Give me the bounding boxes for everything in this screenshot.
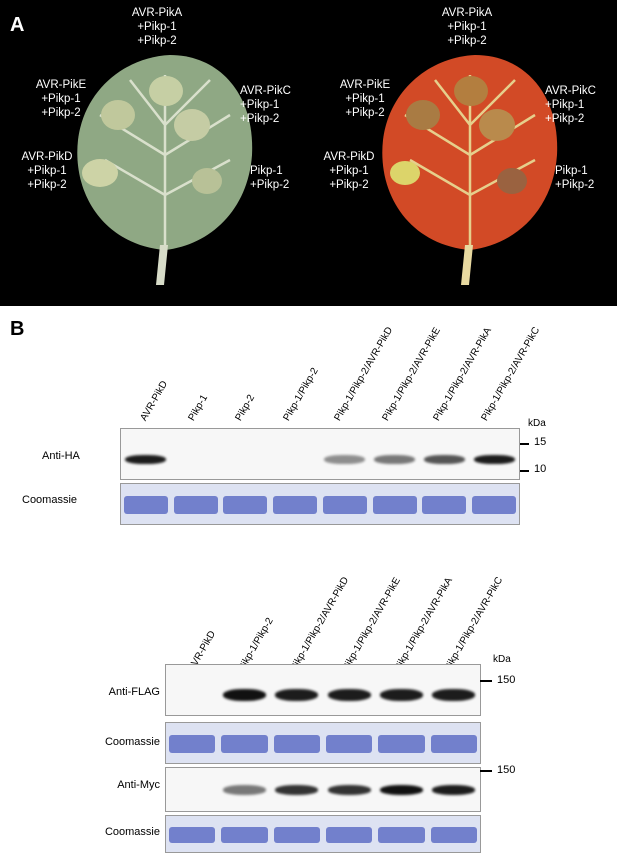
coomassie-band (322, 496, 367, 514)
coomassie-myc-gel (165, 815, 481, 853)
panel-b-letter: B (10, 318, 25, 340)
blot-band (223, 689, 266, 701)
leaf-left-label-pikc: AVR-PikC +Pikp-1 +Pikp-2 (240, 85, 291, 125)
blot-band (125, 454, 167, 464)
blot-band (432, 689, 476, 701)
blot-band (380, 689, 423, 701)
top-lane-label: Pikp-1 (186, 392, 211, 423)
marker-tick-10 (520, 470, 529, 472)
top-lane-label: Pikp-1/Pikp-2 (281, 365, 321, 423)
leaf-left-label-empty: Pikp-1 +Pikp-2 (250, 165, 290, 191)
coomassie-band (326, 735, 373, 753)
row-label-anti-flag: Anti-FLAG (108, 686, 160, 698)
blot-band (275, 784, 319, 795)
coomassie-band (372, 496, 417, 514)
coomassie-band (273, 496, 317, 514)
leaf-right-label-pike: AVR-PikE +Pikp-1 +Pikp-2 (339, 79, 391, 119)
coomassie-band (223, 496, 268, 514)
anti-flag-blot (165, 664, 481, 716)
bottom-lane-label: Pikp-1/Pikp-2/AVR-PikD (288, 575, 352, 673)
coomassie-band (326, 826, 373, 843)
anti-myc-blot (165, 767, 481, 812)
coomassie-flag-gel (165, 722, 481, 764)
marker-tick-150-myc (480, 770, 492, 772)
coomassie-band (169, 826, 216, 843)
leaf-left-label-pikd: AVR-PikD +Pikp-1 +Pikp-2 (21, 151, 73, 191)
bottom-lane-label: Pikp-1/Pikp-2/AVR-PikA (392, 575, 455, 673)
coomassie-band (430, 826, 477, 843)
leaf-photo-right (382, 55, 558, 285)
leaf-left-label-pike: AVR-PikE +Pikp-1 +Pikp-2 (35, 79, 87, 119)
blot-band (473, 454, 515, 464)
coomassie-band (169, 735, 216, 753)
blot-band (223, 784, 266, 795)
coomassie-band (273, 826, 320, 843)
marker-15: 15 (534, 436, 547, 448)
leaf-left-label-pika: AVR-PikA +Pikp-1 +Pikp-2 (131, 7, 183, 47)
coomassie-band (378, 826, 425, 843)
marker-150-myc: 150 (497, 764, 516, 776)
row-label-coomassie-top: Coomassie (22, 494, 78, 506)
marker-10: 10 (534, 463, 547, 475)
top-lane-label: Pikp-1/Pikp-2/AVR-PikE (380, 325, 443, 423)
coomassie-top-gel (120, 483, 520, 525)
coomassie-band (123, 496, 168, 514)
marker-150-flag: 150 (497, 674, 516, 686)
top-lane-label: Pikp-2 (233, 392, 258, 423)
coomassie-band (378, 735, 425, 753)
panel-a-photo: A AVR-PikA +Pikp-1 +Pikp-2 AVR-PikE +Pik… (0, 0, 617, 306)
row-label-anti-myc: Anti-Myc (117, 779, 160, 791)
blot-band (423, 454, 465, 464)
row-label-coomassie-1: Coomassie (104, 736, 160, 748)
leaf-right-label-pika: AVR-PikA +Pikp-1 +Pikp-2 (441, 7, 493, 47)
row-label-coomassie-2: Coomassie (104, 826, 160, 838)
blot-band (324, 454, 366, 464)
leaf-right-label-pikd: AVR-PikD +Pikp-1 +Pikp-2 (323, 151, 375, 191)
anti-ha-blot (120, 428, 520, 480)
leaf-right-label-pikc: AVR-PikC +Pikp-1 +Pikp-2 (545, 85, 596, 125)
blot-band (432, 784, 476, 795)
marker-tick-15 (520, 443, 529, 445)
coomassie-band (221, 826, 268, 843)
coomassie-band (472, 496, 516, 514)
blot-band (380, 784, 423, 795)
blot-band (275, 689, 319, 701)
bottom-lane-label: Pikp-1/Pikp-2/AVR-PikE (340, 575, 403, 673)
coomassie-band (221, 735, 268, 753)
blot-band (327, 784, 371, 795)
coomassie-band (422, 496, 467, 514)
top-kda-label: kDa (528, 418, 546, 429)
marker-tick-150-flag (480, 680, 492, 682)
blot-band (374, 454, 415, 464)
panel-a-letter: A (10, 14, 25, 36)
coomassie-band (273, 735, 320, 753)
bottom-kda-label: kDa (493, 654, 511, 665)
leaf-right-label-empty: Pikp-1 +Pikp-2 (555, 165, 595, 191)
coomassie-band (173, 496, 218, 514)
leaf-photo-left (77, 55, 253, 285)
coomassie-band (430, 735, 477, 753)
top-lane-label: AVR-PikD (138, 379, 171, 423)
row-label-anti-ha: Anti-HA (42, 450, 80, 462)
blot-band (327, 689, 371, 701)
